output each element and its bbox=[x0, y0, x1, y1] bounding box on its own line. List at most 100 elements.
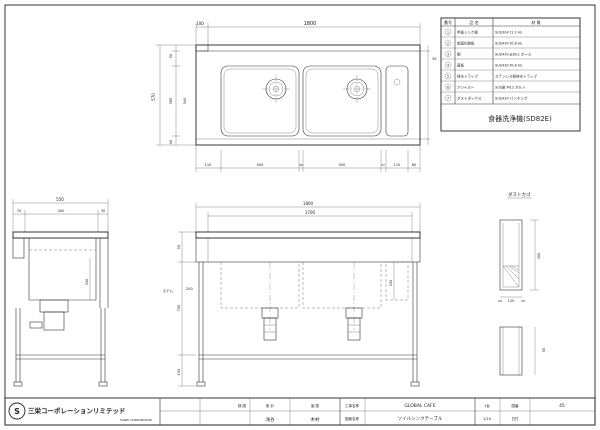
scale-value: 1/10 bbox=[483, 417, 491, 421]
dim-left-top: 50 bbox=[169, 54, 173, 58]
side-dim-a: 70 bbox=[17, 209, 21, 213]
sink-bowl-1-inner bbox=[223, 68, 297, 134]
part-no: 1 bbox=[447, 31, 449, 35]
sheet-border bbox=[4, 4, 596, 426]
top-back-step bbox=[195, 45, 209, 52]
drain-2-mid bbox=[349, 81, 365, 97]
part-name: 前面化粧板 bbox=[457, 41, 475, 46]
company-logo bbox=[8, 402, 26, 420]
part-name: アジャスト bbox=[457, 85, 474, 90]
part-spec: SUS430 t0.8 HL bbox=[495, 64, 522, 68]
front-dim-side-label: ステム bbox=[163, 288, 174, 293]
part-no: 4 bbox=[447, 64, 450, 68]
top-table-outline bbox=[195, 44, 421, 146]
dim-top-total: 1800 bbox=[304, 21, 317, 27]
part-spec: SUS製 M12 ボルト bbox=[495, 85, 526, 90]
part-spec: SUS430 t0.8 HL bbox=[495, 42, 522, 46]
drain-1-mid bbox=[268, 81, 284, 97]
front-sink-2-hidden bbox=[302, 262, 382, 309]
date-label: 日付 bbox=[512, 416, 520, 421]
dustbox-dim-w2: 50 bbox=[498, 299, 502, 303]
hdr-check: 検 図 bbox=[238, 403, 247, 408]
sink-bowl-2-inner bbox=[305, 68, 379, 134]
part-spec: SUS430 パンチング bbox=[495, 96, 528, 101]
hdr-design: 設 計 bbox=[266, 403, 275, 408]
top-view: 1800 100 570 50 395 340 40 30 110 500 30… bbox=[151, 21, 436, 172]
dustbox-side bbox=[499, 326, 523, 376]
dim-bottom-0: 110 bbox=[205, 163, 212, 167]
parts-header-name: 品 名 bbox=[469, 19, 478, 25]
part-name: 排水トラップ bbox=[457, 74, 478, 79]
front-dim-sink: 200 bbox=[186, 287, 193, 291]
dim-left-mid: 395 bbox=[169, 98, 173, 105]
side-view: 550 70 400 30 330 bbox=[12, 197, 109, 387]
label-drawing: 図面名称 bbox=[345, 416, 359, 421]
dim-bottom-2: 30 bbox=[299, 163, 303, 167]
front-panel bbox=[195, 237, 421, 263]
side-dim-c: 30 bbox=[101, 209, 105, 213]
part-spec: SUS430 φ38.1 ポール bbox=[495, 52, 532, 57]
front-view: 1800 1700 bbox=[163, 201, 421, 387]
side-backsplash bbox=[12, 237, 25, 259]
dim-right: 30 bbox=[432, 57, 436, 61]
side-dim-depth: 330 bbox=[85, 279, 89, 286]
front-dim-total: 1800 bbox=[303, 201, 314, 206]
side-top-plate bbox=[12, 231, 109, 239]
dustbox-dim-side: 50 bbox=[542, 348, 546, 352]
dim-bottom-6: 80 bbox=[412, 163, 416, 167]
front-dim-body: 700 bbox=[177, 305, 181, 312]
front-dim-leg: 150 bbox=[177, 369, 181, 376]
company-logo-glyph: S bbox=[14, 407, 20, 416]
part-no: 5 bbox=[447, 75, 449, 79]
drawing-name: ソイルシンクテーブル bbox=[398, 415, 443, 422]
part-name: 甲板シンク部 bbox=[457, 30, 478, 35]
side-sink-bowl bbox=[28, 238, 97, 301]
part-name: ダストボックス bbox=[457, 96, 482, 101]
company-name: 三栄コーポレーションリミテッド bbox=[28, 406, 125, 415]
dim-top-left: 100 bbox=[196, 21, 204, 26]
side-dim-b: 400 bbox=[58, 209, 65, 213]
hdr-draw: 製 図 bbox=[311, 403, 320, 408]
parts-table-frame bbox=[440, 17, 581, 132]
drawing-no: 45 bbox=[559, 403, 565, 409]
sink-bowl-1 bbox=[220, 65, 300, 137]
parts-header-no: 番号 bbox=[444, 19, 452, 25]
dustbox-dim-w3: 50 bbox=[521, 299, 525, 303]
dustbox-dim-w1: 120 bbox=[508, 299, 515, 303]
dim-left-mid2: 340 bbox=[183, 98, 187, 105]
front-dim-right: 200 bbox=[389, 280, 393, 287]
name-drafter: 木村 bbox=[311, 416, 320, 423]
part-name: 幕板 bbox=[457, 63, 465, 68]
title-block: S 三栄コーポレーションリミテッド SANEI CORPORATION 検 図 … bbox=[4, 397, 596, 426]
drain-basket-hole bbox=[393, 78, 401, 86]
qty-label: 1台 bbox=[484, 403, 490, 408]
part-no: 2 bbox=[447, 42, 449, 46]
drawing-no-label: 図番 bbox=[512, 403, 520, 408]
dim-bottom-3: 500 bbox=[339, 163, 346, 167]
side-dim-total: 550 bbox=[56, 197, 64, 202]
title-block-frame bbox=[4, 397, 596, 426]
front-sink-1-hidden bbox=[220, 262, 300, 309]
dustbox-dim-h: 300 bbox=[537, 253, 541, 260]
front-top-plate bbox=[195, 231, 421, 239]
dustbox-detail: ダストカゴ 300 120 50 50 50 bbox=[498, 191, 546, 376]
dim-bottom-1: 500 bbox=[257, 163, 264, 167]
front-dim-inner: 1700 bbox=[305, 210, 316, 215]
sink-bowl-2 bbox=[302, 65, 382, 137]
dim-left-bot: 40 bbox=[169, 140, 173, 144]
parts-table-title: 食器洗浄機(SD82E) bbox=[488, 114, 552, 123]
drain-basket-area bbox=[385, 65, 409, 137]
project-name: GLOBAL CAFE bbox=[404, 403, 435, 409]
part-spec: SUS304 t1.2 HL bbox=[495, 31, 522, 35]
dim-left-total: 570 bbox=[151, 93, 156, 101]
part-no: 7 bbox=[447, 97, 449, 101]
side-trap bbox=[39, 299, 69, 313]
company-sub: SANEI CORPORATION bbox=[120, 418, 152, 422]
parts-table: 番号 品 名 材 質 1 甲板シンク部 SUS304 t1.2 HL 2 前面化… bbox=[440, 17, 581, 132]
part-name: 脚 bbox=[457, 52, 461, 57]
part-no: 3 bbox=[447, 53, 449, 57]
dustbox-front bbox=[499, 219, 523, 291]
front-dustbox-hidden bbox=[385, 261, 409, 301]
label-project: 工事名称 bbox=[345, 403, 359, 408]
